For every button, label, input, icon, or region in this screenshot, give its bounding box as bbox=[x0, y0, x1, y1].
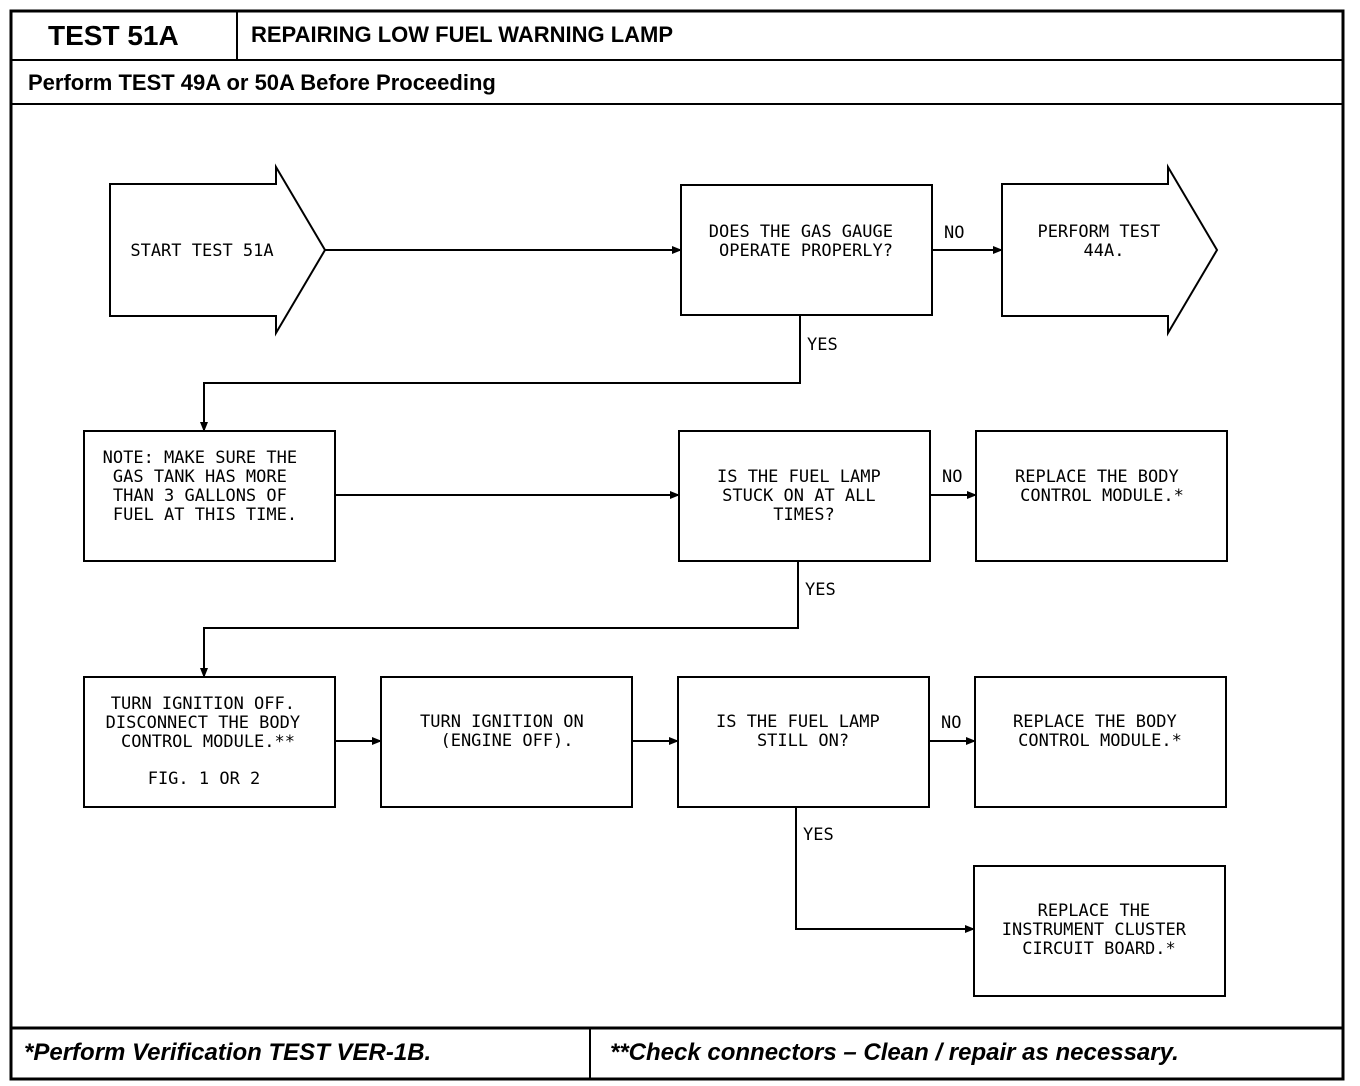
test-id: TEST 51A bbox=[48, 20, 179, 51]
replace-bcm-text-2: REPLACE THE BODY CONTROL MODULE.* bbox=[1013, 712, 1187, 751]
connector-stuck-yes bbox=[200, 561, 799, 678]
footer-connectors-note: **Check connectors – Clean / repair as n… bbox=[610, 1039, 1179, 1066]
perform-44a-text: PERFORM TEST 44A. bbox=[1037, 222, 1170, 261]
ignition-off-text: TURN IGNITION OFF. DISCONNECT THE BODY C… bbox=[106, 694, 311, 752]
note-box bbox=[83, 430, 336, 562]
connector-still-yes bbox=[795, 807, 975, 933]
label-no-gauge: NO bbox=[944, 223, 964, 243]
page-title: REPAIRING LOW FUEL WARNING LAMP bbox=[251, 22, 674, 47]
footer-verification-note: *Perform Verification TEST VER-1B. bbox=[24, 1039, 432, 1066]
replace-bcm-box-2 bbox=[974, 676, 1227, 808]
label-no-stuck: NO bbox=[942, 467, 962, 487]
start-arrow-shape bbox=[109, 163, 327, 337]
prerequisite-note: Perform TEST 49A or 50A Before Proceedin… bbox=[28, 70, 496, 95]
gauge-question-text: DOES THE GAS GAUGE OPERATE PROPERLY? bbox=[709, 222, 903, 261]
stuck-question-text: IS THE FUEL LAMP STUCK ON AT ALL TIMES? bbox=[717, 467, 891, 525]
label-no-still: NO bbox=[941, 713, 961, 733]
label-yes-still: YES bbox=[803, 825, 834, 845]
replace-bcm-box-1 bbox=[975, 430, 1228, 562]
connector-gauge-yes bbox=[200, 315, 801, 432]
stuck-question-box bbox=[678, 430, 931, 562]
start-text: START TEST 51A bbox=[130, 241, 273, 261]
label-yes-stuck: YES bbox=[805, 580, 836, 600]
label-yes-gauge: YES bbox=[807, 335, 838, 355]
perform-44a-arrow-shape bbox=[1001, 163, 1219, 337]
replace-cluster-box bbox=[973, 865, 1226, 997]
note-text: NOTE: MAKE SURE THE GAS TANK HAS MORE TH… bbox=[103, 448, 308, 525]
replace-cluster-text: REPLACE THE INSTRUMENT CLUSTER CIRCUIT B… bbox=[1002, 901, 1196, 959]
replace-bcm-text-1: REPLACE THE BODY CONTROL MODULE.* bbox=[1015, 467, 1189, 506]
ignition-on-text: TURN IGNITION ON (ENGINE OFF). bbox=[420, 712, 594, 751]
still-on-question-text: IS THE FUEL LAMP STILL ON? bbox=[716, 712, 890, 751]
fig-reference-text: FIG. 1 OR 2 bbox=[148, 769, 261, 789]
outer-frame bbox=[9, 9, 1345, 1081]
ignition-off-box bbox=[83, 676, 336, 808]
